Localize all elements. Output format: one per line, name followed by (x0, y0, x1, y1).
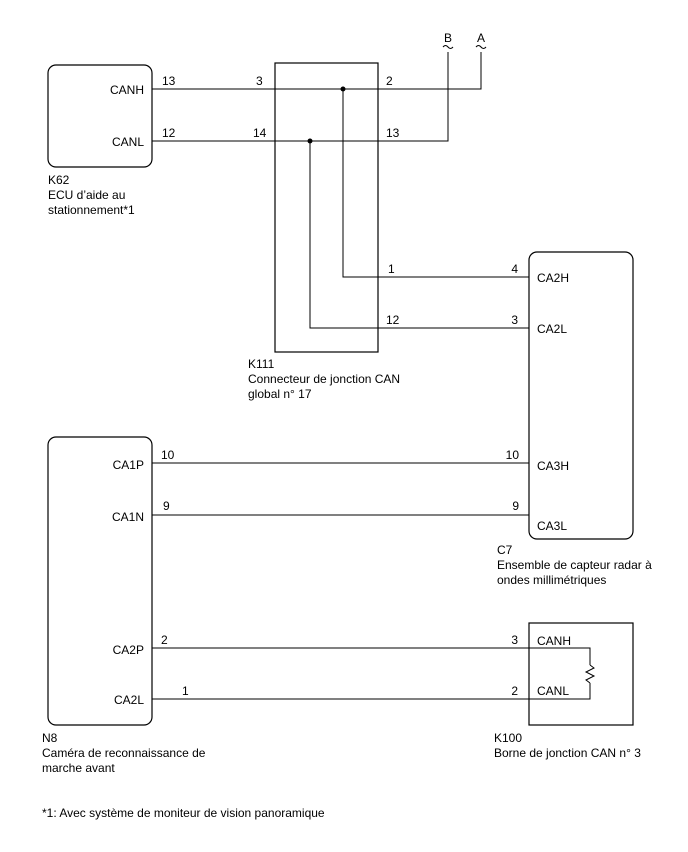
n8-wire-num-ca1n: 9 (163, 499, 170, 513)
k100-name: Borne de jonction CAN n° 3 (494, 746, 641, 760)
k100-pin-canl: CANL (537, 684, 569, 698)
wire-to-b (378, 52, 449, 142)
k100-code: K100 (494, 731, 522, 745)
k62-name-line2: stationnement*1 (48, 203, 135, 217)
k111-branch-low (309, 141, 378, 329)
k111-pin-3: 3 (256, 74, 263, 88)
n8-name-line2: marche avant (42, 761, 115, 775)
c7-wire-num-ca2h: 4 (511, 262, 518, 276)
n8-wire-num-ca2l: 1 (182, 684, 189, 698)
k62-wire-num-canl: 12 (162, 126, 176, 140)
k62-wire-num-canh: 13 (162, 74, 176, 88)
k100-internal-high (529, 647, 591, 665)
k111-name-line1: Connecteur de jonction CAN (248, 372, 400, 386)
c7-radar-box (528, 251, 634, 540)
k100-wire-num-canh: 3 (511, 633, 518, 647)
k62-code: K62 (48, 173, 70, 187)
label-a: A (477, 31, 485, 45)
k62-pin-canh: CANH (110, 83, 144, 97)
n8-camera-box (47, 436, 153, 726)
k111-pin-1: 1 (388, 262, 395, 276)
resistor-icon (584, 664, 596, 684)
c7-code: C7 (497, 543, 513, 557)
k100-internal-low (529, 683, 591, 700)
c7-pin-ca3l: CA3L (537, 519, 567, 533)
k111-pin-12: 12 (386, 313, 400, 327)
label-b: B (444, 31, 452, 45)
c7-wire-num-ca3l: 9 (512, 499, 519, 513)
n8-code: N8 (42, 731, 58, 745)
c7-name-line2: ondes millimétriques (497, 573, 606, 587)
c7-pin-ca2l: CA2L (537, 322, 567, 336)
c7-wire-num-ca3h: 10 (506, 448, 520, 462)
k100-wire-num-canl: 2 (511, 684, 518, 698)
footnote: *1: Avec système de moniteur de vision p… (42, 806, 325, 820)
n8-name-line1: Caméra de reconnaissance de (42, 746, 206, 760)
k111-code: K111 (248, 357, 275, 371)
n8-pin-ca2l: CA2L (114, 693, 144, 707)
n8-pin-ca2p: CA2P (113, 643, 144, 657)
c7-name-line1: Ensemble de capteur radar à (497, 558, 652, 572)
c7-pin-ca3h: CA3H (537, 459, 569, 473)
wire-to-a (378, 52, 482, 90)
k62-ecu-box (47, 64, 153, 168)
connector-b-icon (442, 45, 454, 49)
connector-a-icon (475, 45, 487, 49)
k100-pin-canh: CANH (537, 634, 571, 648)
c7-pin-ca2h: CA2H (537, 271, 569, 285)
k62-name-line1: ECU d’aide au (48, 188, 125, 202)
k111-pin-2: 2 (386, 74, 393, 88)
k111-name-line2: global n° 17 (248, 387, 312, 401)
c7-wire-num-ca2l: 3 (511, 313, 518, 327)
k111-pin-13: 13 (386, 126, 400, 140)
k111-junction-box (274, 62, 379, 353)
k100-terminal-box (528, 622, 634, 726)
k111-pin-14: 14 (253, 126, 267, 140)
n8-pin-ca1p: CA1P (113, 458, 144, 472)
k62-pin-canl: CANL (112, 135, 144, 149)
n8-wire-num-ca1p: 10 (161, 448, 175, 462)
n8-pin-ca1n: CA1N (112, 510, 144, 524)
n8-wire-num-ca2p: 2 (161, 633, 168, 647)
k111-branch-high (342, 89, 378, 278)
